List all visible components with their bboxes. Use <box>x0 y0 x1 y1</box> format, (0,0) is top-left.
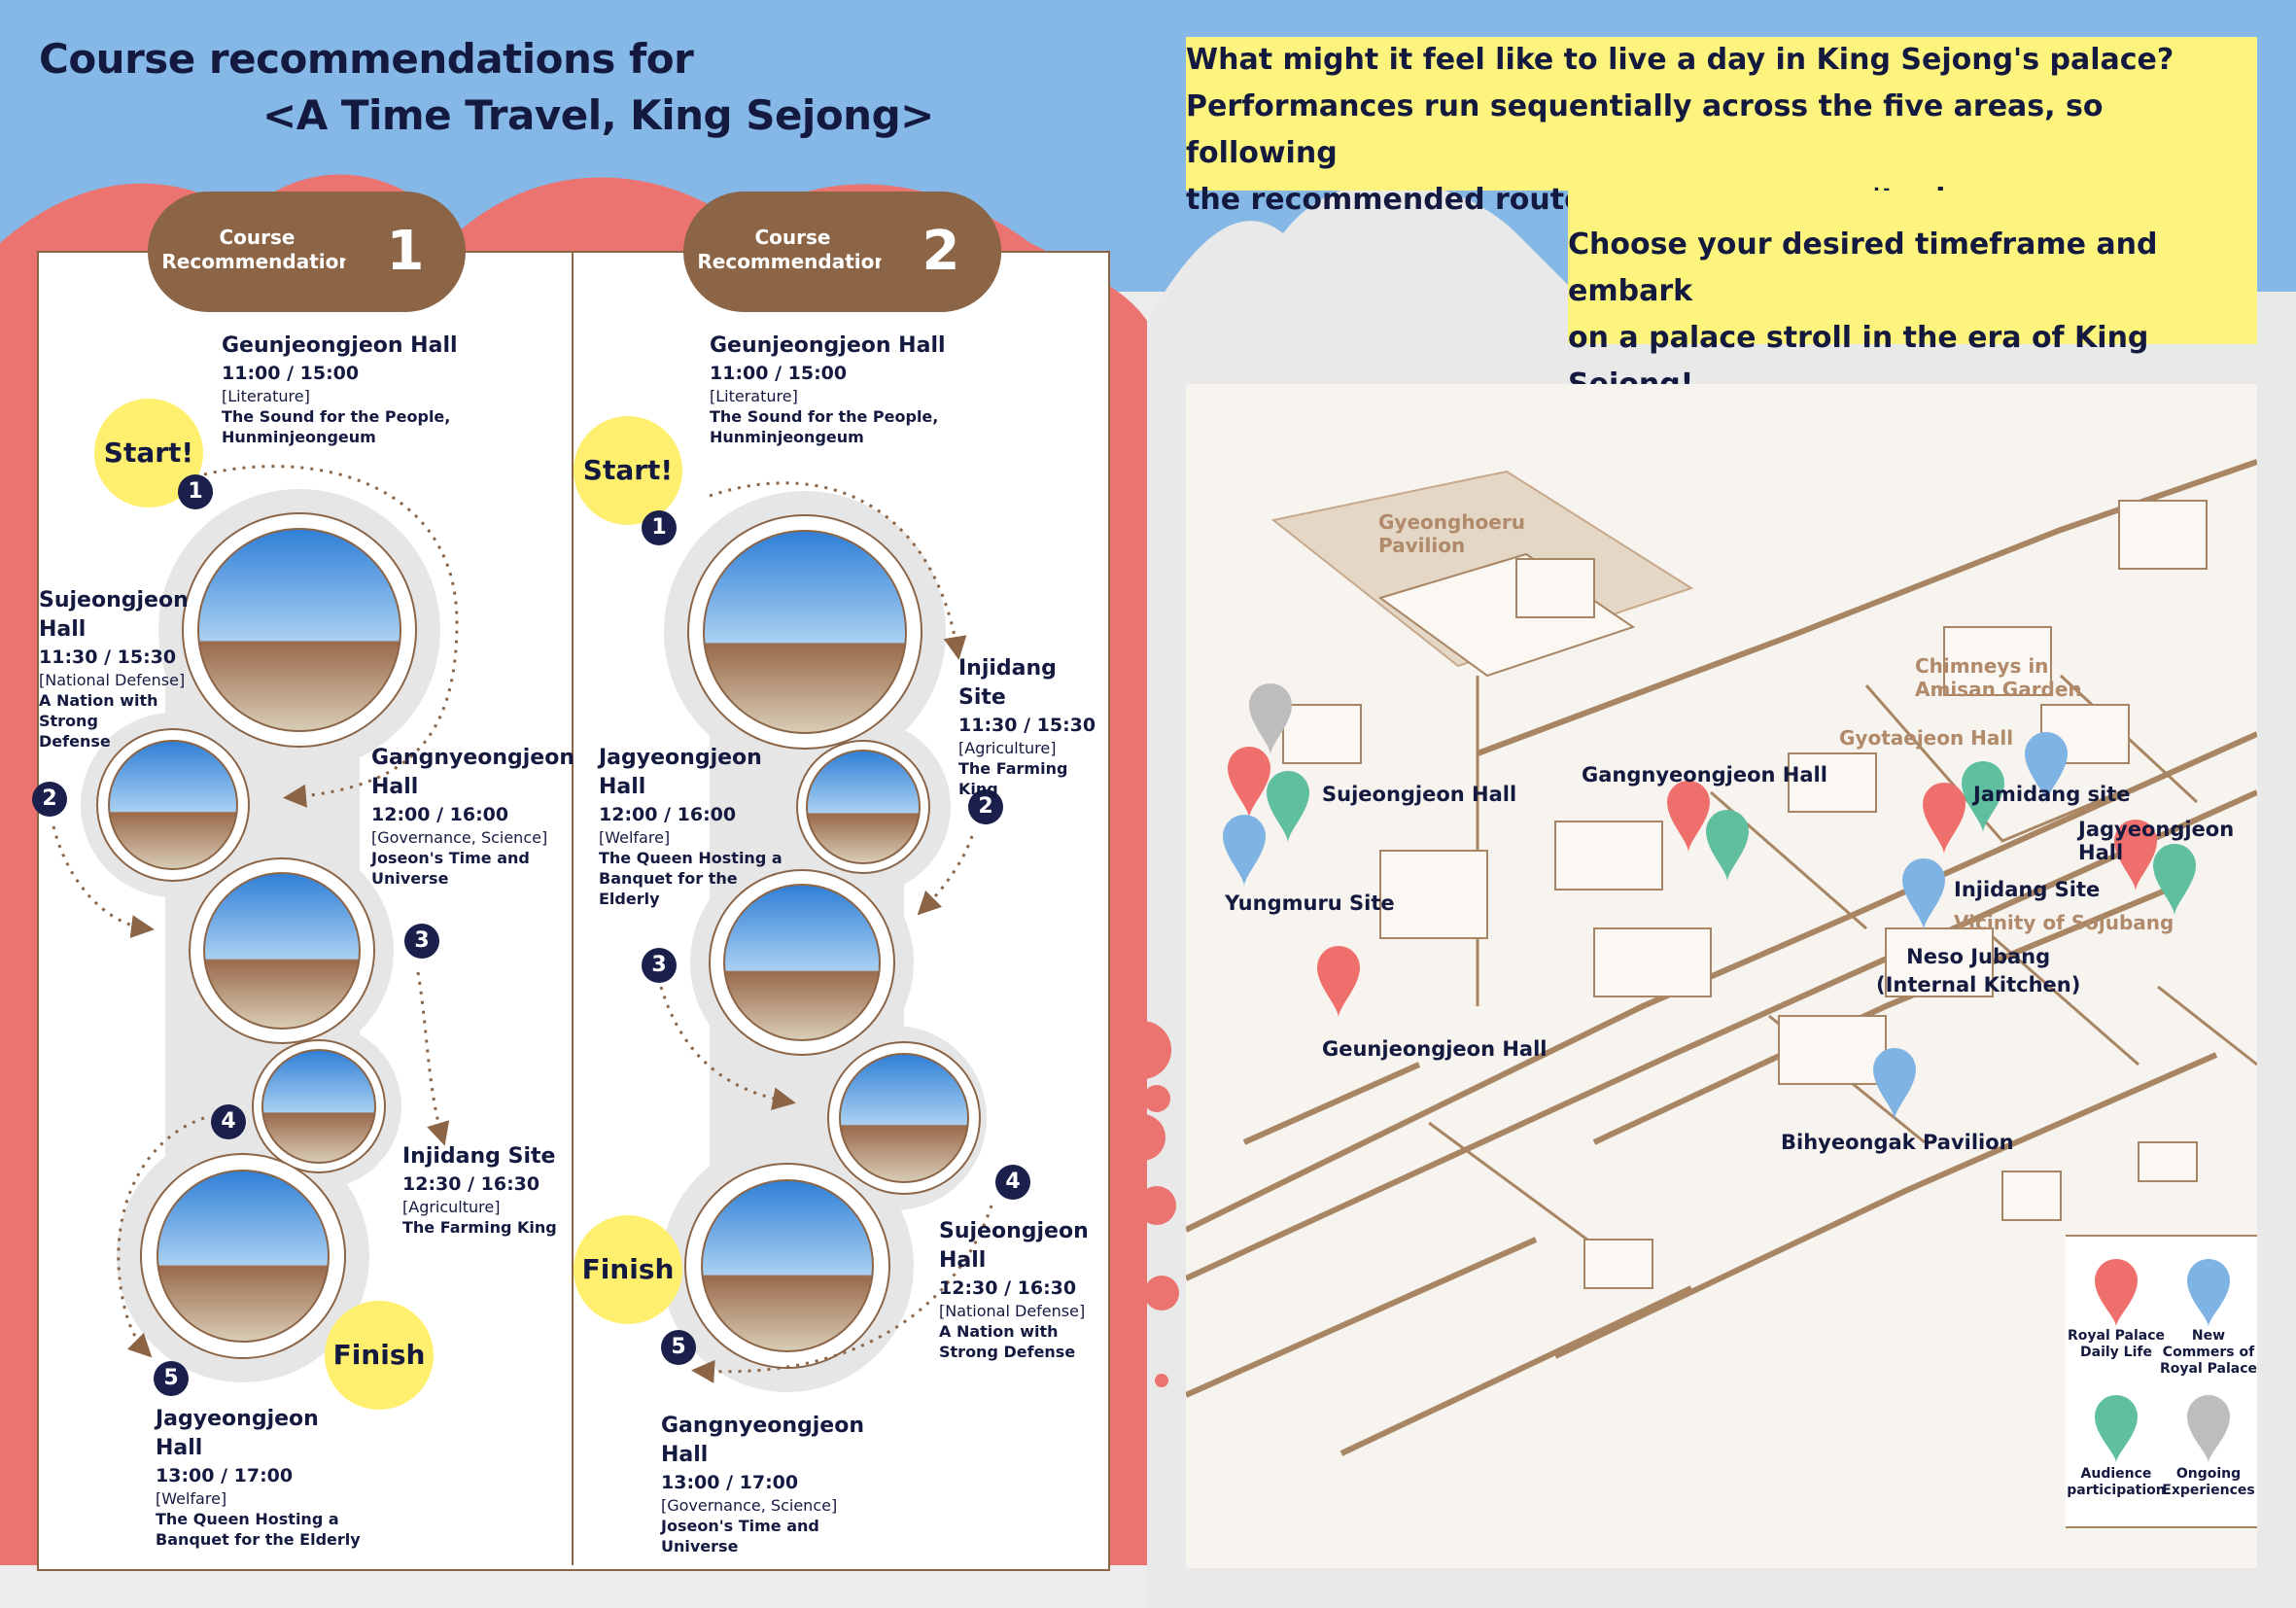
course-2-stop-3: Jagyeongjeon Hall 12:00 / 16:00 [Welfare… <box>599 744 803 909</box>
course-2-stop-1: Geunjeongjeon Hall 11:00 / 15:00 [Litera… <box>710 332 1001 447</box>
legend-audience-participation: Audience participation <box>2067 1466 2166 1498</box>
stop-time: 12:30 / 16:30 <box>402 1173 540 1195</box>
stop-description: The Farming King <box>402 1218 557 1237</box>
course-1-badge-number: 1 <box>345 192 466 312</box>
stop-name: Jagyeongjeon Hall <box>599 746 762 799</box>
legend-new-commers: New Commers of Royal Palace <box>2159 1328 2257 1377</box>
stop-category: [Literature] <box>710 387 798 405</box>
stop-category: [Literature] <box>222 387 310 405</box>
map-label-jagyeongjeon[interactable]: Jagyeongjeon Hall <box>2078 818 2235 864</box>
stop-name: Gangnyeongjeon Hall <box>371 746 574 799</box>
stop-time: 13:00 / 17:00 <box>156 1465 294 1486</box>
stop-name: Gangnyeongjeon Hall <box>661 1414 864 1467</box>
course-2-stop-2: Injidang Site 11:30 / 15:30 [Agriculture… <box>958 654 1104 799</box>
course-2-step-3: 3 <box>642 948 677 983</box>
map-label-gyotaejeon: Gyotaejeon Hall <box>1839 726 2014 750</box>
stop-name: Geunjeongjeon Hall <box>222 333 458 358</box>
map-label-sujeongjeon[interactable]: Sujeongjeon Hall <box>1322 783 1517 806</box>
stop-time: 12:00 / 16:00 <box>371 804 509 825</box>
stop-description: Joseon's Time and Universe <box>661 1517 819 1556</box>
map-pins <box>1223 683 2196 1120</box>
stop-time: 11:00 / 15:00 <box>222 363 360 384</box>
stop-time: 11:30 / 15:30 <box>958 715 1096 736</box>
stop-category: [National Defense] <box>939 1302 1086 1320</box>
map-label-gyeonghoeru: Gyeonghoeru Pavilion <box>1378 510 1525 557</box>
legend-royal-palace-daily-life: Royal Palace Daily Life <box>2067 1328 2166 1360</box>
stop-name: Sujeongjeon Hall <box>39 588 189 642</box>
map-legend: Royal Palace Daily Life New Commers of R… <box>2066 1235 2257 1528</box>
course-2-stop-4: Sujeongjeon Hall 12:30 / 16:30 [National… <box>939 1217 1102 1362</box>
stop-name: Sujeongjeon Hall <box>939 1219 1089 1273</box>
course-2-step-5: 5 <box>661 1330 696 1365</box>
page-title-line-1: Course recommendations for <box>39 35 694 83</box>
course-2-step-1: 1 <box>642 510 677 545</box>
course-1-step-4: 4 <box>211 1104 246 1139</box>
stop-category: [Agriculture] <box>402 1198 501 1216</box>
stop-category: [Agriculture] <box>958 739 1057 757</box>
stop-time: 11:30 / 15:30 <box>39 647 177 668</box>
map-label-chimneys: Chimneys in Amisan Garden <box>1915 654 2082 701</box>
stop-name: Jagyeongjeon Hall <box>156 1407 319 1460</box>
stop-description: The Farming King <box>958 759 1068 798</box>
course-1-step-2: 2 <box>32 782 67 817</box>
intro-line-1: What might it feel like to live a day in… <box>1186 43 2174 77</box>
course-1-finish-badge: Finish <box>325 1301 434 1410</box>
course-1-stop-3: Gangnyeongjeon Hall 12:00 / 16:00 [Gover… <box>371 744 574 889</box>
stop-description: The Queen Hosting a Banquet for the Elde… <box>599 849 783 908</box>
page-title-line-2: <A Time Travel, King Sejong> <box>262 91 934 139</box>
course-1-stop-5: Jagyeongjeon Hall 13:00 / 17:00 [Welfare… <box>156 1405 408 1550</box>
panel-divider <box>572 253 574 1565</box>
course-2-finish-badge: Finish <box>574 1215 682 1324</box>
map-label-injidang[interactable]: Injidang Site <box>1954 878 2101 901</box>
stop-description: The Queen Hosting a Banquet for the Elde… <box>156 1510 361 1549</box>
stop-name: Injidang Site <box>958 656 1057 710</box>
stop-description: A Nation with Strong Defense <box>39 691 158 751</box>
map-label-jamidang[interactable]: Jamidang site <box>1973 783 2131 806</box>
map-label-yungmuru[interactable]: Yungmuru Site <box>1225 891 1395 915</box>
stop-name: Injidang Site <box>402 1144 556 1169</box>
stop-description: The Sound for the People, Hunminjeongeum <box>222 407 451 446</box>
stop-category: [Governance, Science] <box>661 1496 838 1515</box>
course-2-step-2: 2 <box>968 789 1003 824</box>
course-2-step-4: 4 <box>995 1165 1030 1200</box>
stop-name: Geunjeongjeon Hall <box>710 333 946 358</box>
legend-pins <box>2095 1259 2230 1463</box>
course-1-stop-4: Injidang Site 12:30 / 16:30 [Agriculture… <box>402 1142 568 1238</box>
stop-category: [Welfare] <box>599 828 671 847</box>
course-2-badge-label: Course Recommendation <box>697 226 888 273</box>
stop-category: [Governance, Science] <box>371 828 548 847</box>
map-label-bihyeongak[interactable]: Bihyeongak Pavilion <box>1781 1131 2014 1154</box>
stop-category: [National Defense] <box>39 671 186 689</box>
intro-line-2: Performances run sequentially across the… <box>1186 89 2104 170</box>
course-1-stop-1: Geunjeongjeon Hall 11:00 / 15:00 [Litera… <box>222 332 513 447</box>
course-2-stop-5: Gangnyeongjeon Hall 13:00 / 17:00 [Gover… <box>661 1412 914 1556</box>
course-1-step-1: 1 <box>178 474 213 509</box>
map-label-sojubang: Vicinity of Sojubang <box>1954 911 2174 934</box>
stop-time: 13:00 / 17:00 <box>661 1472 799 1493</box>
stop-description: Joseon's Time and Universe <box>371 849 530 888</box>
intro-line-4: Choose your desired timeframe and embark <box>1568 227 2158 308</box>
route-graphics <box>52 465 993 1392</box>
course-1-badge-label: Course Recommendation <box>161 226 353 273</box>
legend-ongoing-experiences: Ongoing Experiences <box>2162 1466 2255 1498</box>
course-1-step-5: 5 <box>154 1361 189 1396</box>
stop-time: 12:00 / 16:00 <box>599 804 737 825</box>
course-2-start-badge: Start! <box>574 416 682 525</box>
course-2-badge-number: 2 <box>881 192 1001 312</box>
intro-box-2: Choose your desired timeframe and embark… <box>1568 191 2257 402</box>
map-label-neso-jubang[interactable]: Neso Jubang (Internal Kitchen) <box>1876 945 2081 996</box>
course-1-step-3: 3 <box>404 924 439 959</box>
stop-time: 11:00 / 15:00 <box>710 363 848 384</box>
intro-box-1: What might it feel like to live a day in… <box>1186 37 2257 217</box>
stop-description: The Sound for the People, Hunminjeongeum <box>710 407 939 446</box>
map-label-gangnyeongjeon[interactable]: Gangnyeongjeon Hall <box>1582 763 1827 787</box>
palace-map[interactable]: Gyeonghoeru Pavilion Chimneys in Amisan … <box>1186 384 2257 1568</box>
course-1-stop-2: Sujeongjeon Hall 11:30 / 15:30 [National… <box>39 586 214 752</box>
stop-category: [Welfare] <box>156 1489 227 1508</box>
map-label-geunjeongjeon[interactable]: Geunjeongjeon Hall <box>1322 1037 1548 1061</box>
stop-time: 12:30 / 16:30 <box>939 1277 1077 1299</box>
stop-description: A Nation with Strong Defense <box>939 1322 1076 1361</box>
